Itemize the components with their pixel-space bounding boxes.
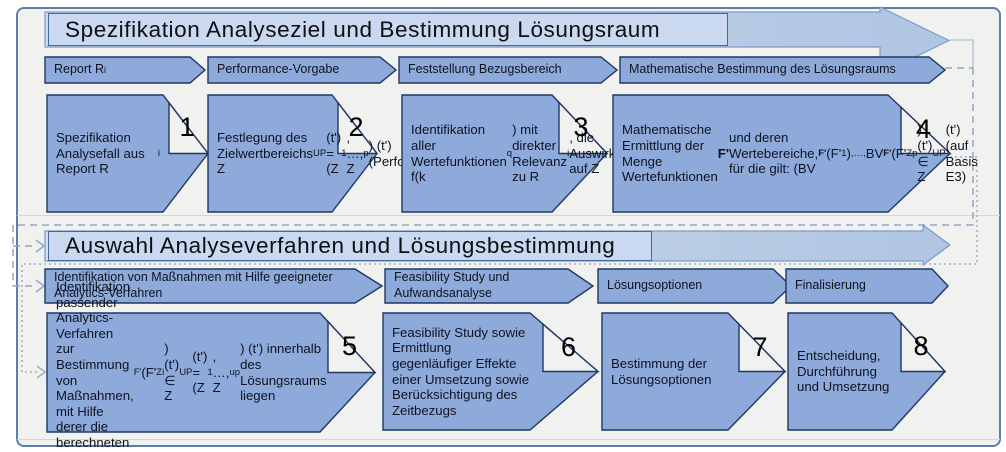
header-label: Identifikation von Maßnahmen mit Hilfe g… — [54, 270, 333, 300]
step-1-number: 1 — [179, 111, 195, 142]
step-box-4: Mathematische Ermittlung der Menge Werte… — [612, 94, 978, 213]
step-arrow-shape — [612, 94, 952, 213]
header-label: Lösungsoptionen — [607, 278, 703, 293]
step-2-number: 2 — [348, 111, 364, 142]
step-arrow-shape — [787, 312, 947, 431]
step-7-text: Bestimmung der Lösungsoptionen — [611, 355, 712, 387]
header-label: Finalisierung — [795, 278, 866, 293]
header-arrow-icon — [597, 268, 793, 304]
step-arrow-shape — [382, 312, 600, 431]
header-arrow-icon — [398, 56, 619, 84]
header-label: Feasibility Study und Aufwandsanalyse — [394, 270, 510, 300]
header-loesungsoptionen: Lösungsoptionen — [597, 268, 793, 304]
step-5-number: 5 — [341, 330, 358, 361]
header-arrow-icon — [44, 56, 207, 84]
step-5-text: Identifikation passender Analytics-Verfa… — [56, 279, 327, 452]
header-feststellung-bezugsbereich: Feststellung Bezugsbereich — [398, 56, 619, 84]
step-6-text: Feasibility Study sowie Ermittlung gegen… — [392, 324, 530, 418]
header-label: Performance-Vorgabe — [217, 62, 340, 77]
step-3-text: Identifikation aller Wertefunktionen f(k… — [411, 122, 702, 185]
step-3-number: 3 — [573, 111, 589, 142]
step-arrow-shape — [46, 312, 377, 433]
step-arrow-shape — [601, 312, 787, 431]
header-identifikation-massnahmen: Identifikation von Maßnahmen mit Hilfe g… — [44, 268, 384, 304]
header-label: Mathematische Bestimmung des Lösungsraum… — [629, 62, 896, 77]
step-box-3: Identifikation aller Wertefunktionen f(k… — [401, 94, 702, 213]
header-performance-vorgabe: Performance-Vorgabe — [207, 56, 398, 84]
header-arrow-icon — [44, 268, 384, 304]
step-box-5: Identifikation passender Analytics-Verfa… — [46, 279, 377, 452]
band2-title: Auswahl Analyseverfahren und Lösungsbest… — [48, 231, 652, 261]
step-6-number: 6 — [560, 331, 577, 362]
step-box-8: Entscheidung, Durchführung und Umsetzung… — [787, 312, 947, 431]
step-arrow-shape — [207, 94, 379, 213]
header-finalisierung: Finalisierung — [785, 268, 949, 304]
step-4-text: Mathematische Ermittlung der Menge Werte… — [622, 122, 978, 185]
band1-title: Spezifikation Analyseziel und Bestimmung… — [48, 13, 728, 46]
step-4-number: 4 — [915, 114, 932, 144]
header-arrow-icon — [619, 56, 947, 84]
step-7-number: 7 — [752, 331, 768, 362]
step-arrow-shape — [46, 94, 210, 213]
step-box-6: Feasibility Study sowie Ermittlung gegen… — [382, 312, 600, 431]
header-label: Feststellung Bezugsbereich — [408, 62, 562, 77]
header-arrow-icon — [785, 268, 949, 304]
step-box-7: Bestimmung der Lösungsoptionen 7 — [601, 312, 787, 431]
header-feasibility-study: Feasibility Study und Aufwandsanalyse — [384, 268, 595, 304]
step-arrow-shape — [401, 94, 609, 213]
header-math-bestimmung: Mathematische Bestimmung des Lösungsraum… — [619, 56, 947, 84]
header-arrow-icon — [384, 268, 595, 304]
step-8-text: Entscheidung, Durchführung und Umsetzung — [797, 348, 890, 395]
header-arrow-icon — [207, 56, 398, 84]
step-8-number: 8 — [913, 330, 929, 361]
